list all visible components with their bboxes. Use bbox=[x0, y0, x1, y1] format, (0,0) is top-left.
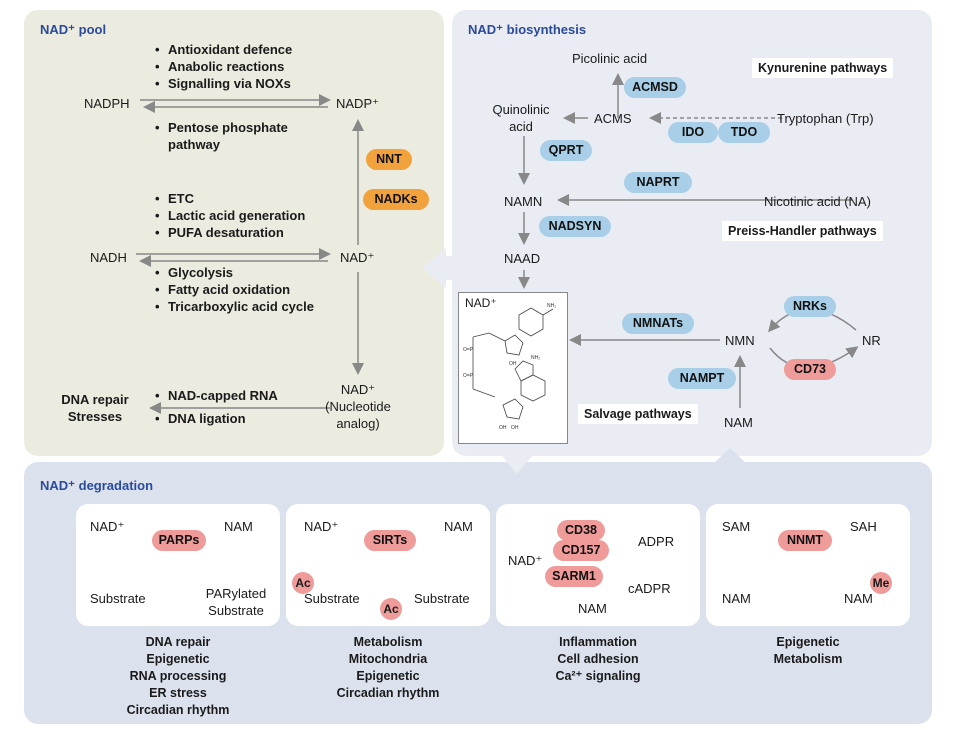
svg-text:NH₂: NH₂ bbox=[547, 303, 556, 309]
down-connector bbox=[488, 448, 546, 474]
analog-uses-list: NAD-capped RNA DNA ligation bbox=[154, 387, 278, 427]
svg-text:OH: OH bbox=[511, 425, 519, 431]
naad-node: NAAD bbox=[504, 251, 541, 266]
cd157-enzyme: CD157 bbox=[553, 540, 609, 561]
nadh-uses-list: ETC Lactic acid generation PUFA desatura… bbox=[154, 190, 305, 241]
nnmt-enzyme: NNMT bbox=[778, 530, 832, 551]
svg-text:OH: OH bbox=[499, 425, 507, 431]
card-input-top: NAD⁺ bbox=[90, 519, 125, 534]
nadsyn-enzyme: NADSYN bbox=[539, 216, 611, 237]
tdo-enzyme: TDO bbox=[718, 122, 770, 143]
nmn-node: NMN bbox=[725, 333, 755, 348]
cd73-enzyme: CD73 bbox=[784, 359, 836, 380]
ido-enzyme: IDO bbox=[668, 122, 718, 143]
list-item: Signalling via NOXs bbox=[154, 75, 292, 92]
qprt-enzyme: QPRT bbox=[540, 140, 592, 161]
salvage-label: Salvage pathways bbox=[578, 404, 698, 424]
nadph-node: NADPH bbox=[84, 96, 130, 111]
ppp-line2: pathway bbox=[168, 137, 221, 152]
sirts-enzyme: SIRTs bbox=[364, 530, 416, 551]
card-output-top: NAM bbox=[444, 519, 473, 534]
parps-enzyme: PARPs bbox=[152, 530, 206, 551]
tryptophan-node: Tryptophan (Trp) bbox=[777, 111, 874, 126]
card-output-bottom: Substrate bbox=[414, 591, 470, 606]
adpr-node: ADPR bbox=[638, 534, 675, 549]
card-input-top: SAM bbox=[722, 519, 751, 534]
namn-node: NAMN bbox=[504, 194, 543, 209]
list-item: Lactic acid generation bbox=[154, 207, 305, 224]
quinolinic-node: Quinolinic acid bbox=[492, 102, 550, 134]
card-input-bottom: NAM bbox=[722, 591, 751, 606]
list-item: Fatty acid oxidation bbox=[154, 281, 314, 298]
nad-sources-list: Glycolysis Fatty acid oxidation Tricarbo… bbox=[154, 264, 314, 315]
svg-text:O=P: O=P bbox=[463, 373, 474, 379]
card-output-bottom: NAM bbox=[844, 591, 873, 606]
nam-node: NAM bbox=[724, 415, 753, 430]
list-item: ETC bbox=[154, 190, 305, 207]
nnmt-roles: Epigenetic Metabolism bbox=[773, 635, 843, 666]
pool-title: NAD⁺ pool bbox=[40, 22, 107, 37]
sirts-roles: Metabolism Mitochondria Epigenetic Circa… bbox=[336, 635, 440, 700]
picolinic-node: Picolinic acid bbox=[572, 51, 648, 66]
svg-text:OH: OH bbox=[509, 361, 517, 367]
sarm1-enzyme: SARM1 bbox=[545, 566, 603, 587]
list-item: Anabolic reactions bbox=[154, 58, 292, 75]
naprt-enzyme: NAPRT bbox=[624, 172, 692, 193]
parps-card bbox=[76, 504, 280, 626]
nnt-enzyme: NNT bbox=[366, 149, 412, 170]
nadh-node: NADH bbox=[90, 250, 127, 265]
degradation-title: NAD⁺ degradation bbox=[40, 478, 154, 493]
nmnats-enzyme: NMNATs bbox=[622, 313, 694, 334]
molecule-drawing: O=P O=P NH₂ NH₂ OH OH OH bbox=[463, 303, 556, 431]
ppp-list: Pentose phosphate bbox=[154, 119, 288, 136]
parylated-substrate: PARylated Substrate bbox=[205, 586, 267, 618]
cadpr-node: cADPR bbox=[628, 581, 671, 596]
list-item: Pentose phosphate bbox=[154, 119, 288, 136]
list-item: Antioxidant defence bbox=[154, 41, 292, 58]
card-input-bottom: Substrate bbox=[90, 591, 146, 606]
cd38-enzyme: CD38 bbox=[557, 520, 605, 541]
list-item: NAD-capped RNA bbox=[154, 387, 278, 404]
methyl-group: Me bbox=[870, 572, 892, 594]
nadph-uses-list: Antioxidant defence Anabolic reactions S… bbox=[154, 41, 292, 92]
nicotinic-acid-node: Nicotinic acid (NA) bbox=[764, 194, 871, 209]
acetyl-group: Ac bbox=[292, 572, 314, 594]
nad-analog-node: NAD⁺ (Nucleotide analog) bbox=[325, 382, 391, 431]
nnmt-card bbox=[706, 504, 910, 626]
biosynthesis-title: NAD⁺ biosynthesis bbox=[468, 22, 587, 37]
card-input: NAD⁺ bbox=[508, 553, 543, 568]
acmsd-enzyme: ACMSD bbox=[624, 77, 686, 98]
card-input-top: NAD⁺ bbox=[304, 519, 339, 534]
nadp-node: NADP⁺ bbox=[336, 96, 379, 111]
preiss-handler-label: Preiss-Handler pathways bbox=[722, 221, 883, 241]
kynurenine-label: Kynurenine pathways bbox=[752, 58, 894, 78]
svg-text:NH₂: NH₂ bbox=[531, 355, 540, 361]
list-item: PUFA desaturation bbox=[154, 224, 305, 241]
svg-text:O=P: O=P bbox=[463, 347, 474, 353]
list-item: Tricarboxylic acid cycle bbox=[154, 298, 314, 315]
dna-repair-outcome: DNA repair Stresses bbox=[61, 392, 129, 424]
nadks-enzyme: NADKs bbox=[363, 189, 429, 210]
acetyl-group: Ac bbox=[380, 598, 402, 620]
nampt-enzyme: NAMPT bbox=[668, 368, 736, 389]
nad-node: NAD⁺ bbox=[340, 250, 375, 265]
nam-product: NAM bbox=[578, 601, 607, 616]
nr-node: NR bbox=[862, 333, 881, 348]
list-item: Glycolysis bbox=[154, 264, 314, 281]
list-item: DNA ligation bbox=[154, 410, 278, 427]
acms-node: ACMS bbox=[594, 111, 632, 126]
card-input-bottom: Substrate bbox=[304, 591, 360, 606]
parps-roles: DNA repair Epigenetic RNA processing ER … bbox=[126, 635, 230, 717]
card-output-top: SAH bbox=[850, 519, 877, 534]
nrks-enzyme: NRKs bbox=[784, 296, 836, 317]
card-output-top: NAM bbox=[224, 519, 253, 534]
cd38-roles: Inflammation Cell adhesion Ca²⁺ signalin… bbox=[555, 635, 641, 683]
